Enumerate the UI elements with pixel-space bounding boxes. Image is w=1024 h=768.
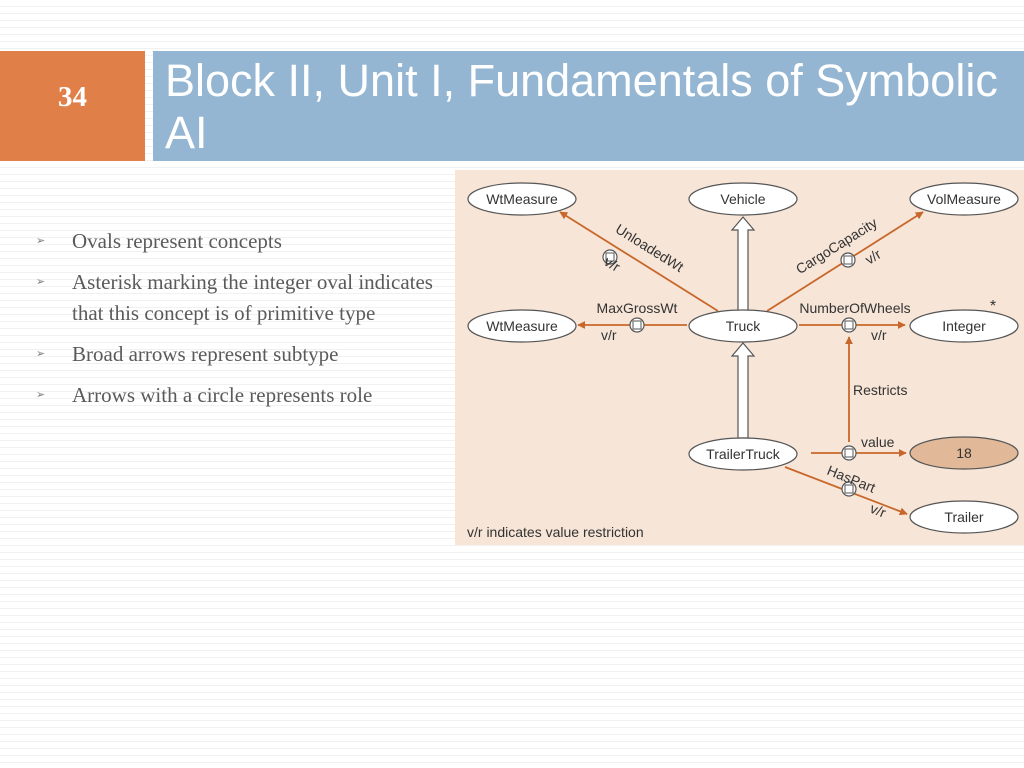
bullet-item: ➢ Asterisk marking the integer oval indic… (36, 267, 446, 329)
arrowhead-bullet-icon: ➢ (36, 235, 46, 247)
node-label-volmeasure: VolMeasure (927, 191, 1001, 207)
slide-number: 34 (0, 51, 145, 161)
semantic-network-diagram: WtMeasure Vehicle VolMeasure WtMeasure T… (455, 170, 1024, 545)
bullet-item: ➢ Ovals represent concepts (36, 226, 446, 257)
subtype-arrow-truck-vehicle (730, 216, 756, 312)
node-label-wtmeasure-mid: WtMeasure (486, 318, 558, 334)
role-marker-icon (841, 317, 857, 333)
arrowhead-bullet-icon: ➢ (36, 276, 46, 288)
node-label-truck: Truck (726, 318, 761, 334)
arrowhead-bullet-icon: ➢ (36, 348, 46, 360)
node-truck (688, 309, 798, 343)
node-label-trailertruck: TrailerTruck (706, 446, 781, 462)
role-label-value: value (861, 434, 895, 450)
node-label-wtmeasure-top: WtMeasure (486, 191, 558, 207)
role-marker-icon (602, 249, 618, 265)
bullet-item: ➢ Arrows with a circle represents role (36, 380, 446, 411)
diagram-caption: v/r indicates value restriction (467, 524, 644, 540)
node-wtmeasure-top (467, 182, 577, 216)
slide-title: Block II, Unit I, Fundamentals of Symbol… (165, 55, 998, 158)
node-label-trailer: Trailer (944, 509, 983, 525)
role-marker-icon (841, 445, 857, 461)
arrowhead-bullet-icon: ➢ (36, 389, 46, 401)
vr-label: v/r (871, 327, 887, 343)
bullet-text: Ovals represent concepts (72, 229, 282, 253)
subtype-arrow-trailertruck-truck (730, 342, 756, 439)
vr-label: v/r (862, 246, 884, 268)
bullet-text: Asterisk marking the integer oval indica… (72, 270, 433, 325)
node-integer (909, 309, 1019, 343)
role-marker-icon (629, 317, 645, 333)
vr-label: v/r (868, 500, 889, 521)
bullet-text: Broad arrows represent subtype (72, 342, 339, 366)
node-label-integer: Integer (942, 318, 986, 334)
role-marker-icon (840, 252, 856, 268)
bullet-list: ➢ Ovals represent concepts ➢ Asterisk mark… (36, 226, 446, 421)
node-eighteen (909, 436, 1019, 470)
node-volmeasure (909, 182, 1019, 216)
edge-unloadedwt (559, 211, 719, 312)
role-label-numberofwheels: NumberOfWheels (799, 300, 910, 316)
node-wtmeasure-mid (467, 309, 577, 343)
role-label-unloadedwt: UnloadedWt (613, 221, 687, 275)
role-label-maxgrosswt: MaxGrossWt (597, 300, 678, 316)
bullet-text: Arrows with a circle represents role (72, 383, 373, 407)
role-label-restricts: Restricts (853, 382, 907, 398)
node-trailertruck (688, 437, 798, 471)
node-vehicle (688, 182, 798, 216)
role-marker-icon (841, 481, 857, 497)
title-bar: Block II, Unit I, Fundamentals of Symbol… (153, 51, 1024, 161)
bullet-item: ➢ Broad arrows represent subtype (36, 339, 446, 370)
node-trailer (909, 500, 1019, 534)
vr-label: v/r (601, 253, 623, 275)
primitive-asterisk: * (990, 298, 996, 315)
node-label-eighteen: 18 (956, 445, 972, 461)
vr-label: v/r (601, 327, 617, 343)
node-label-vehicle: Vehicle (720, 191, 765, 207)
